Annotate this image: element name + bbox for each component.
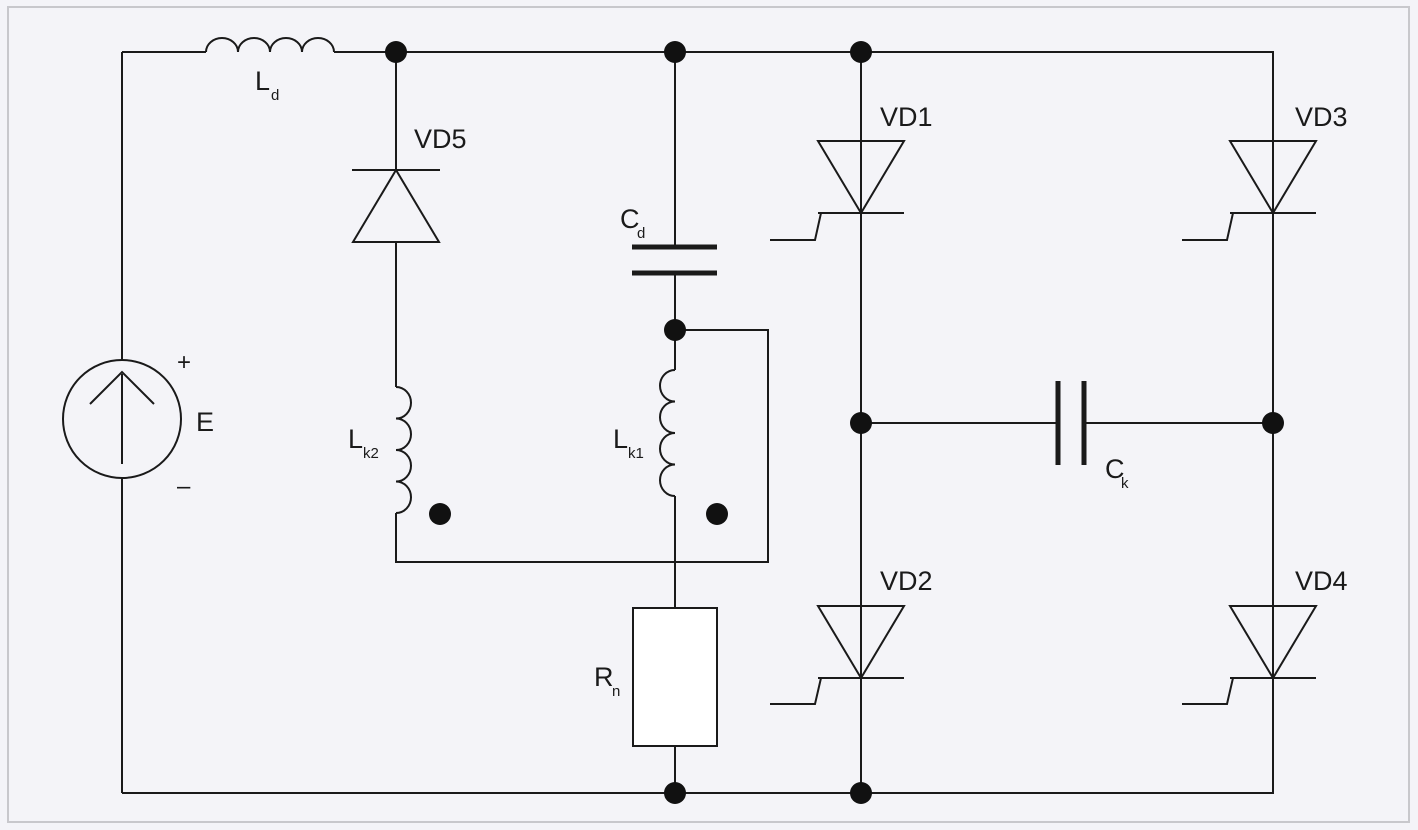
label-vd3: VD3	[1295, 102, 1348, 132]
label-rn-sub: n	[612, 683, 620, 700]
label-vd2: VD2	[880, 566, 933, 596]
label-e: E	[196, 407, 214, 437]
label-ck-sub: k	[1121, 475, 1129, 492]
label-rn: R	[594, 662, 614, 692]
thyristor-vd1	[770, 140, 906, 241]
label-cd: C	[620, 204, 640, 234]
junction-node	[664, 782, 686, 804]
junction-node	[385, 41, 407, 63]
label-cd-sub: d	[637, 225, 645, 242]
thyristor-vd3	[1182, 140, 1318, 241]
source-circle	[62, 359, 182, 479]
lk2-polarity-dot	[429, 503, 451, 525]
label-lk2-sub: k2	[363, 445, 379, 462]
junction-node	[850, 782, 872, 804]
junction-node	[664, 41, 686, 63]
vd4-gate-lead	[1182, 677, 1234, 705]
capacitor-ck	[1055, 381, 1087, 465]
label-lk1-sub: k1	[628, 445, 644, 462]
vd2-gate-lead	[770, 677, 822, 705]
label-vd4: VD4	[1295, 566, 1348, 596]
inductor-ld	[205, 37, 335, 53]
source-arrow-icon	[89, 370, 155, 464]
label-lk1: L	[613, 424, 628, 454]
voltage-source-e	[62, 359, 182, 479]
label-ld-sub: d	[271, 87, 279, 104]
lk2-bottom-wire	[395, 329, 769, 563]
junction-node	[1262, 412, 1284, 434]
resistor-rn	[632, 607, 718, 747]
junction-node	[664, 319, 686, 341]
junction-node	[850, 41, 872, 63]
label-ck: C	[1105, 454, 1125, 484]
label-plus: +	[177, 349, 191, 376]
label-lk2: L	[348, 424, 363, 454]
thyristor-vd2	[770, 605, 906, 705]
vd1-gate-lead	[770, 212, 822, 241]
diode-vd5	[351, 168, 441, 243]
lk1-polarity-dot	[706, 503, 728, 525]
inductor-lk2	[395, 386, 412, 514]
junction-node	[850, 412, 872, 434]
label-vd1: VD1	[880, 102, 933, 132]
thyristor-vd4	[1182, 605, 1318, 705]
vd3-gate-lead	[1182, 212, 1234, 241]
capacitor-cd	[632, 244, 717, 276]
label-vd5: VD5	[414, 124, 467, 154]
label-ld: L	[255, 66, 270, 96]
junction-nodes	[385, 41, 1284, 804]
top-rail-wire	[334, 51, 1274, 140]
inductor-lk1	[659, 369, 676, 497]
label-minus: –	[177, 473, 191, 500]
diagram-frame	[7, 6, 1410, 823]
bottom-rail-wire	[122, 678, 1274, 794]
